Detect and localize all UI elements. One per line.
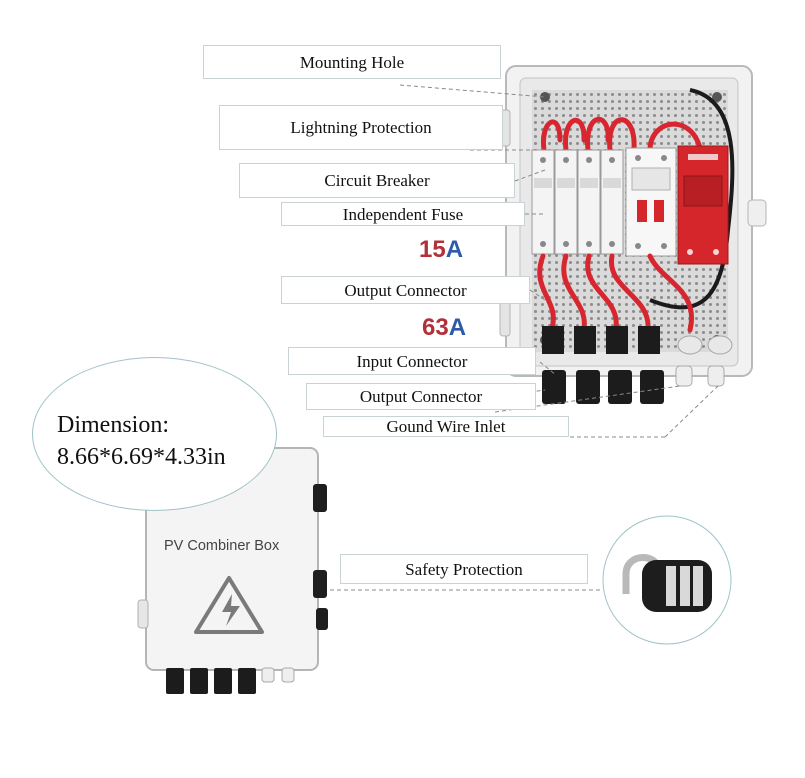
label-independent-fuse: Independent Fuse [281, 202, 525, 226]
fuse-rating: 15A [419, 236, 463, 264]
padlock-group [602, 515, 732, 645]
label-mounting-hole-text: Mounting Hole [299, 52, 405, 72]
leader-lines [330, 84, 719, 591]
breaker-rating: 63A [422, 314, 466, 342]
ground-inlet-nub [675, 365, 693, 387]
cable-gland [677, 335, 703, 355]
label-circuit-breaker-text: Circuit Breaker [324, 171, 430, 190]
closed-box-latch [313, 570, 327, 598]
hinge-bottom [499, 299, 511, 337]
breaker-rating-unit: A [448, 314, 467, 341]
fuse-rating-unit: A [445, 236, 464, 263]
dimension-value: 8.66*6.69*4.33in [57, 444, 226, 470]
label-independent-fuse-text: Independent Fuse [342, 204, 464, 224]
closed-box-latch [316, 608, 328, 630]
dimension-ellipse [32, 357, 277, 511]
combiner-box-title: PV Combiner Box [164, 538, 280, 554]
label-mounting-hole: Mounting Hole [203, 45, 501, 79]
cable-gland [707, 335, 733, 355]
closed-box-latch [313, 484, 327, 512]
lock-tab [747, 199, 767, 227]
label-output-connector-top: Output Connector [281, 276, 530, 304]
closed-box-gland [281, 667, 295, 683]
open-combiner-box [499, 65, 767, 404]
surge-protector-module [677, 145, 729, 265]
lightning-bolt-icon [222, 594, 240, 626]
mounting-hole-dot [712, 92, 722, 102]
padlock-dial [680, 566, 690, 606]
label-ground-wire-inlet-text: Gound Wire Inlet [386, 417, 506, 436]
closed-box-hinge [137, 599, 149, 629]
wires-bottom [537, 253, 695, 333]
label-output-connector-bottom: Output Connector [306, 383, 536, 410]
label-lightning-protection: Lightning Protection [219, 105, 503, 150]
warning-triangle-icon [194, 576, 264, 634]
wires-top [540, 117, 703, 153]
dimension-title: Dimension: [57, 412, 169, 438]
ground-inlet-nub [707, 365, 725, 387]
circuit-breaker-module [625, 147, 677, 257]
label-safety-protection: Safety Protection [340, 554, 588, 584]
closed-box-gland [261, 667, 275, 683]
label-output-connector-top-text: Output Connector [344, 280, 467, 300]
closed-box-connectors [166, 668, 256, 694]
label-lightning-protection-text: Lightning Protection [290, 118, 432, 137]
padlock-dial [693, 566, 703, 606]
fuse-rating-number: 15 [419, 236, 446, 263]
mounting-hole-dot [540, 92, 550, 102]
fuse-holders [531, 149, 624, 255]
padlock-dial [666, 566, 676, 606]
label-input-connector-text: Input Connector [356, 351, 468, 371]
label-input-connector: Input Connector [288, 347, 536, 375]
label-ground-wire-inlet: Gound Wire Inlet [323, 416, 569, 437]
breaker-rating-number: 63 [422, 314, 449, 341]
label-safety-protection-text: Safety Protection [405, 559, 523, 579]
label-output-connector-bottom-text: Output Connector [359, 387, 483, 406]
label-circuit-breaker: Circuit Breaker [239, 163, 515, 198]
